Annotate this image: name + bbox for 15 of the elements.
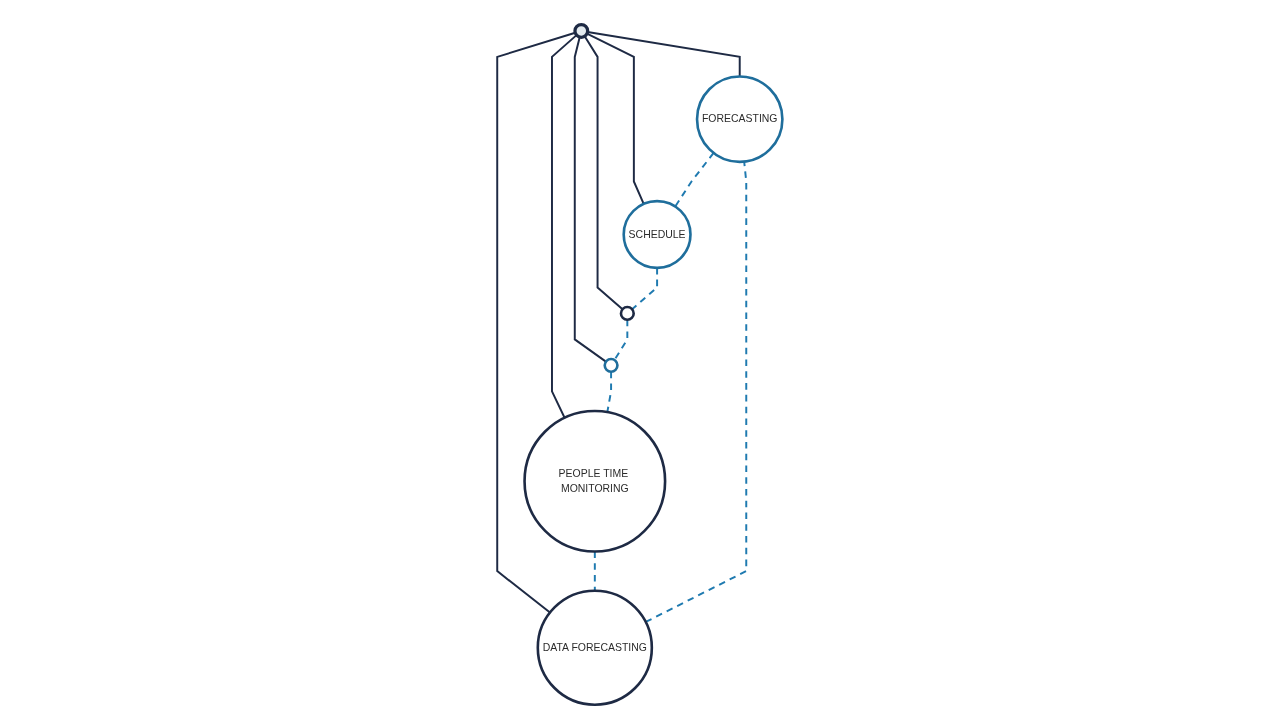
node-circle: [573, 22, 590, 39]
connector: [551, 34, 578, 419]
connector: [606, 370, 613, 414]
connector: [574, 36, 608, 363]
node-circle: [603, 357, 619, 374]
node-circle: PEOPLE TIME MONITORING: [523, 409, 667, 553]
connector: [583, 35, 624, 311]
connector: [586, 32, 645, 205]
connector: [674, 151, 715, 208]
node-circle: SCHEDULE: [622, 199, 692, 270]
connector: [613, 318, 629, 361]
node-circle: DATA FORECASTING: [536, 589, 654, 707]
node-circle: FORECASTING: [695, 75, 784, 164]
node-circle: [619, 305, 636, 322]
connector: [496, 31, 577, 614]
